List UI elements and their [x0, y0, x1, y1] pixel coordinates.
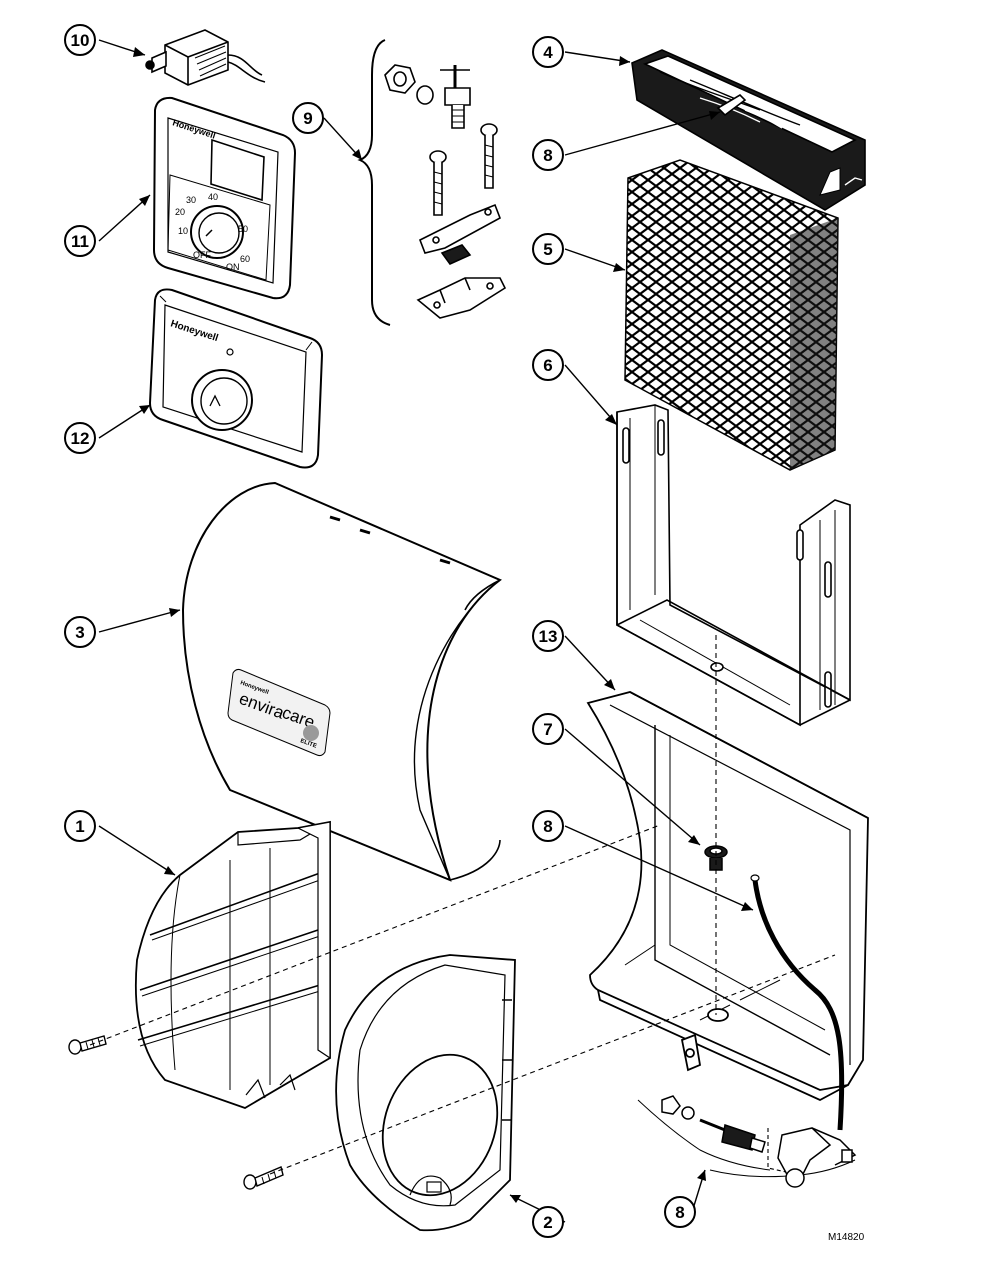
supply-tube-part [750, 874, 845, 1131]
callout-11: 11 [64, 225, 96, 257]
front-collar-part [335, 954, 516, 1232]
control-part: Honeywell [148, 288, 324, 469]
distribution-tray-part [631, 49, 866, 211]
figure-code: M14820 [828, 1232, 865, 1243]
callout-6-label: 6 [543, 356, 552, 375]
evaporator-pad-part [624, 159, 839, 471]
callout-13-label: 13 [539, 627, 558, 646]
panel-screw-1 [68, 1035, 107, 1055]
callout-12-label: 12 [71, 429, 90, 448]
badge-elite: ELITE [299, 738, 317, 749]
enviracare-badge: Honeywell envira care ELITE [227, 668, 331, 757]
dial-mark-30: 30 [186, 195, 196, 205]
callout-8-valve-label: 8 [675, 1203, 684, 1222]
callout-7-label: 7 [543, 720, 552, 739]
callout-6: 6 [532, 349, 564, 381]
transformer-part [145, 29, 266, 86]
callout-10: 10 [64, 24, 96, 56]
callout-2-label: 2 [543, 1213, 552, 1232]
leader-arrowheads [133, 47, 753, 1203]
callout-8-tray-label: 8 [543, 146, 552, 165]
dial-mark-off: OFF [193, 250, 211, 260]
collar-screw-2 [243, 1166, 284, 1190]
callout-7: 7 [532, 713, 564, 745]
dial-mark-on: ON [226, 262, 240, 272]
dial-mark-10: 10 [178, 226, 188, 236]
callout-8-tray: 8 [532, 139, 564, 171]
pad-frame-part [616, 404, 851, 727]
callout-4: 4 [532, 36, 564, 68]
callout-3-label: 3 [75, 623, 84, 642]
callout-9: 9 [292, 102, 324, 134]
callout-12: 12 [64, 422, 96, 454]
dial-mark-20: 20 [175, 207, 185, 217]
callout-9-label: 9 [303, 109, 312, 128]
humidistat-part: Honeywell 30 40 20 10 50 60 OFF ON [152, 96, 297, 300]
callout-1-label: 1 [75, 817, 84, 836]
callout-5: 5 [532, 233, 564, 265]
side-panel-part [134, 820, 331, 1109]
dial-mark-40: 40 [208, 192, 218, 202]
callout-8-tube: 8 [532, 810, 564, 842]
callout-3: 3 [64, 616, 96, 648]
callout-5-label: 5 [543, 240, 552, 259]
callout-13: 13 [532, 620, 564, 652]
leader-lines [98, 39, 754, 1223]
callout-8-tube-label: 8 [543, 817, 552, 836]
callout-2: 2 [532, 1206, 564, 1238]
dial-mark-60: 60 [240, 254, 250, 264]
callout-10-label: 10 [71, 31, 90, 50]
base-part [586, 691, 869, 1102]
callout-1: 1 [64, 810, 96, 842]
callout-4-label: 4 [543, 43, 553, 62]
assembly-guide-lines [89, 635, 836, 1175]
callout-8-valve: 8 [664, 1196, 696, 1228]
cover-part: Honeywell envira care ELITE [181, 481, 502, 882]
callout-11-label: 11 [71, 232, 89, 251]
solenoid-valve-part [637, 1095, 857, 1188]
dial-mark-50: 50 [238, 224, 248, 234]
hardware-kit-part [357, 39, 507, 326]
